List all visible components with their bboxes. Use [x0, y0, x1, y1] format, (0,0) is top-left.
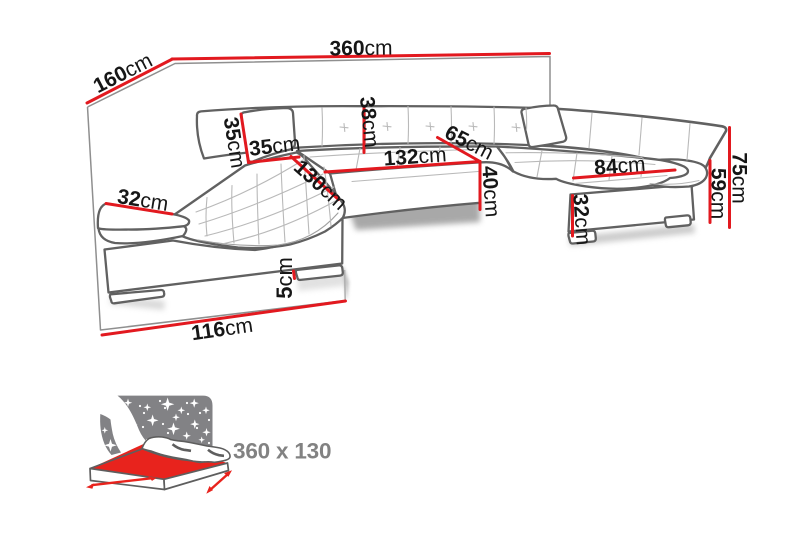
svg-text:32cm: 32cm — [568, 193, 595, 246]
svg-text:59cm: 59cm — [707, 168, 730, 219]
svg-text:75cm: 75cm — [728, 152, 751, 203]
svg-text:360 x 130: 360 x 130 — [233, 439, 331, 464]
svg-text:160cm: 160cm — [90, 49, 157, 98]
svg-text:40cm: 40cm — [477, 165, 504, 218]
svg-text:5cm: 5cm — [272, 257, 297, 299]
svg-text:84cm: 84cm — [593, 153, 646, 180]
svg-text:38cm: 38cm — [355, 95, 383, 148]
svg-text:132cm: 132cm — [383, 143, 447, 170]
svg-text:360cm: 360cm — [329, 37, 392, 61]
